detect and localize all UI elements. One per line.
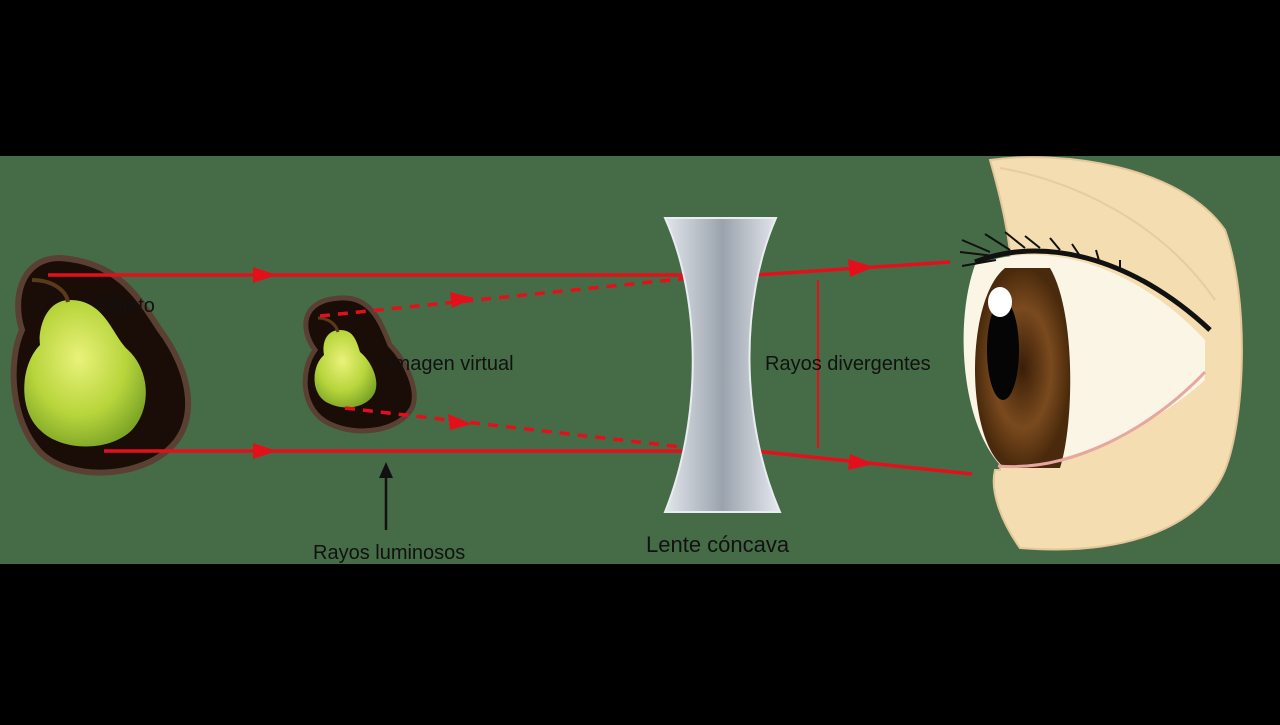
eye-icon [959,156,1243,551]
arrowhead-icon [450,292,474,308]
arrowhead-icon [253,443,277,459]
ray-bottom-virtual [344,406,691,450]
label-light-rays: Rayos luminosos [313,542,465,564]
arrowhead-icon [848,259,874,277]
label-lens: Lente cóncava [646,532,790,557]
concave-lens-icon [663,217,782,513]
label-object: Objeto [96,295,155,317]
ray-top-virtual [319,276,691,318]
arrowhead-icon [253,267,277,283]
label-virtual-image: Imagen virtual [388,353,514,375]
arrowhead-icon [448,414,472,430]
pear-virtual-image-icon [302,295,417,434]
label-divergent-rays: Rayos divergentes [765,353,931,375]
ray-arrowheads [253,259,874,470]
pear-object-icon [10,254,192,476]
arrow-up-icon [379,462,393,530]
arrowhead-icon [848,454,874,470]
